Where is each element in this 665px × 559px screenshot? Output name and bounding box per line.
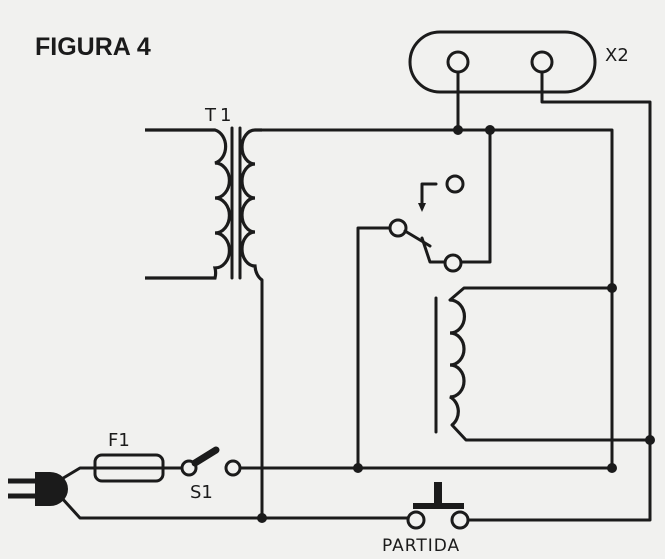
primary-winding <box>145 128 232 280</box>
contact-spring <box>420 182 438 210</box>
junction-dot <box>485 125 495 135</box>
power-plug <box>8 472 68 506</box>
transformer-t1: T1 <box>145 105 264 282</box>
secondary-winding <box>240 128 264 282</box>
socket-terminal-right <box>530 50 554 74</box>
relay-contact <box>388 174 465 273</box>
junction-dot <box>453 125 463 135</box>
relay-winding <box>449 298 467 427</box>
plug-fuse-wire <box>58 466 97 482</box>
figure-title: FIGURA 4 <box>35 33 151 61</box>
junction-dot <box>607 283 617 293</box>
top-rail-wire <box>260 128 614 290</box>
partida-contact-bar <box>413 503 464 509</box>
contact-no <box>443 253 463 273</box>
socket-body <box>408 30 597 94</box>
partida-plunger <box>434 482 442 504</box>
junction-dot <box>353 463 363 473</box>
junction-dot <box>607 463 617 473</box>
junctions <box>257 125 655 523</box>
contact-nc <box>445 174 465 194</box>
junction-dot <box>645 435 655 445</box>
switch-s1: S1 <box>180 446 242 503</box>
partida-label: PARTIDA <box>382 536 460 556</box>
contact-arm-tail <box>420 236 447 264</box>
push-button-partida: PARTIDA <box>382 482 470 556</box>
transformer-label: T1 <box>204 105 235 126</box>
contact-arrow-icon <box>418 203 426 212</box>
junction-dot <box>257 513 267 523</box>
lamp-socket-x2: X2 <box>408 30 629 94</box>
fuse-label: F1 <box>108 430 130 451</box>
plug-return-wire <box>58 494 264 520</box>
relay-common-wire <box>356 226 397 470</box>
fuse-f1: F1 <box>93 430 165 483</box>
coil-top-wire <box>448 286 614 302</box>
coil-bottom-wire <box>450 423 652 442</box>
socket-terminal-left <box>446 50 470 74</box>
secondary-return-wire <box>260 278 415 520</box>
x2-right-wire <box>466 70 652 522</box>
s1-terminal-right <box>224 459 242 477</box>
socket-label: X2 <box>605 45 629 66</box>
contact-common <box>388 218 408 238</box>
partida-terminal-left <box>406 510 426 530</box>
relay-coil <box>434 296 467 434</box>
partida-terminal-right <box>450 510 470 530</box>
switch-label: S1 <box>190 482 213 503</box>
relay-contact-wire <box>458 128 492 264</box>
s1-lever <box>191 446 220 467</box>
wires <box>58 70 652 522</box>
contact-arm <box>403 229 432 248</box>
